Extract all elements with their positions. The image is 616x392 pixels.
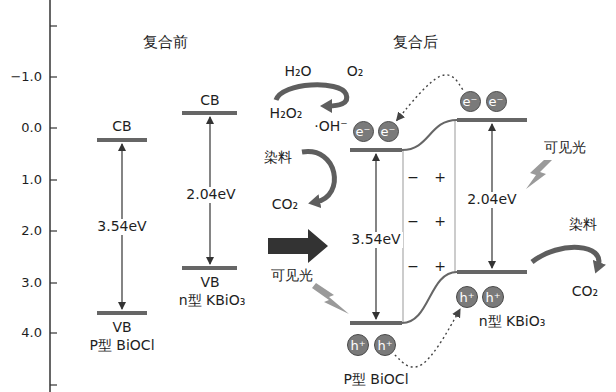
axis-tick <box>50 127 57 128</box>
axis-tick <box>50 25 57 26</box>
band-edge <box>457 270 527 274</box>
carrier-symbol: e⁻ <box>356 125 371 138</box>
bandgap-value: 3.54eV <box>95 219 148 234</box>
axis-tick-label: 1.0 <box>21 173 42 187</box>
material-name: n型 KBiO₃ <box>179 293 246 308</box>
charge-sign: + <box>434 214 446 229</box>
species-label: O₂ <box>347 64 364 79</box>
carrier-circle: h⁺ <box>456 286 478 308</box>
carrier-circle: h⁺ <box>374 334 396 356</box>
bandgap-value: 2.04eV <box>465 192 518 207</box>
bandgap-value: 2.04eV <box>184 187 237 202</box>
carrier-symbol: e⁻ <box>489 95 504 108</box>
reaction-arrow <box>276 85 347 106</box>
light-label: 可见光 <box>544 140 586 155</box>
carrier-symbol: h⁺ <box>459 291 474 304</box>
light-bolt <box>526 160 552 189</box>
material-name: P型 BiOCl <box>343 372 408 387</box>
band-bend <box>402 120 457 150</box>
product-label: CO₂ <box>272 197 298 212</box>
carrier-symbol: h⁺ <box>377 339 392 352</box>
reactant-label: 染料 <box>264 150 292 165</box>
reaction-arrow <box>302 152 334 202</box>
junction-line <box>455 120 456 272</box>
band-edge <box>97 311 147 315</box>
transfer-path <box>397 75 463 121</box>
band-bending <box>402 120 457 323</box>
band-label: CB <box>200 93 219 108</box>
axis-tick <box>50 282 57 283</box>
axis-tick <box>50 332 57 333</box>
axis-ticks <box>50 26 57 385</box>
bandgap-value: 3.54eV <box>349 232 402 247</box>
charge-sign: − <box>407 259 419 274</box>
transfer-path <box>395 309 460 367</box>
carrier-symbol: e⁻ <box>381 125 396 138</box>
axis-tick-label: 4.0 <box>21 326 42 340</box>
carrier-circle: e⁻ <box>353 121 374 142</box>
axis-tick <box>50 230 57 231</box>
species-label: H₂O₂ <box>270 106 303 121</box>
charge-sign: − <box>407 170 419 185</box>
gap-arrows-before <box>122 117 210 309</box>
species-label: H₂O <box>284 64 311 79</box>
panel-title: 复合前 <box>143 34 188 51</box>
material-name: n型 KBiO₃ <box>479 314 546 329</box>
charge-sign: − <box>407 214 419 229</box>
axis-tick-label: 2.0 <box>21 224 42 238</box>
material-name: P型 BiOCl <box>89 338 154 353</box>
carrier-symbol: e⁻ <box>463 95 478 108</box>
band-label: CB <box>112 119 131 134</box>
charge-sign: + <box>434 170 446 185</box>
band-edges-after <box>350 120 527 323</box>
carrier-circle: e⁻ <box>378 121 399 142</box>
axis-tick <box>50 76 57 77</box>
carrier-symbol: h⁺ <box>485 291 500 304</box>
process-arrow <box>268 229 328 263</box>
junction-lines <box>403 120 455 323</box>
axis-tick <box>50 179 57 180</box>
reaction-arrow <box>532 247 599 266</box>
band-edge <box>350 321 402 325</box>
light-label: 可见光 <box>271 268 313 283</box>
product-label: CO₂ <box>572 284 598 299</box>
band-bend <box>402 272 457 323</box>
carrier-circle: h⁺ <box>347 334 369 356</box>
species-label: ·OH⁻ <box>314 119 347 134</box>
band-edge <box>457 118 527 122</box>
band-label: VB <box>112 320 131 335</box>
reaction-arrows <box>276 85 599 266</box>
light-bolt <box>312 283 349 314</box>
band-edge <box>97 138 147 142</box>
band-label: VB <box>200 275 219 290</box>
band-edge <box>182 266 237 270</box>
axis-tick-label: 0.0 <box>21 121 42 135</box>
carrier-circle: e⁻ <box>460 91 481 112</box>
band-edge <box>350 148 402 152</box>
panel-title: 复合后 <box>393 34 438 51</box>
charge-sign: + <box>434 259 446 274</box>
gap-arrows-after <box>376 124 492 319</box>
carrier-circle: h⁺ <box>482 286 504 308</box>
axis-tick-label: −1.0 <box>10 70 42 84</box>
axis-tick-label: 3.0 <box>21 276 42 290</box>
axis-tick <box>50 384 57 385</box>
band-edge <box>182 111 237 115</box>
reactant-label: 染料 <box>569 217 597 232</box>
band-edges-before <box>97 113 237 313</box>
carrier-symbol: h⁺ <box>350 339 365 352</box>
carrier-circle: e⁻ <box>486 91 507 112</box>
